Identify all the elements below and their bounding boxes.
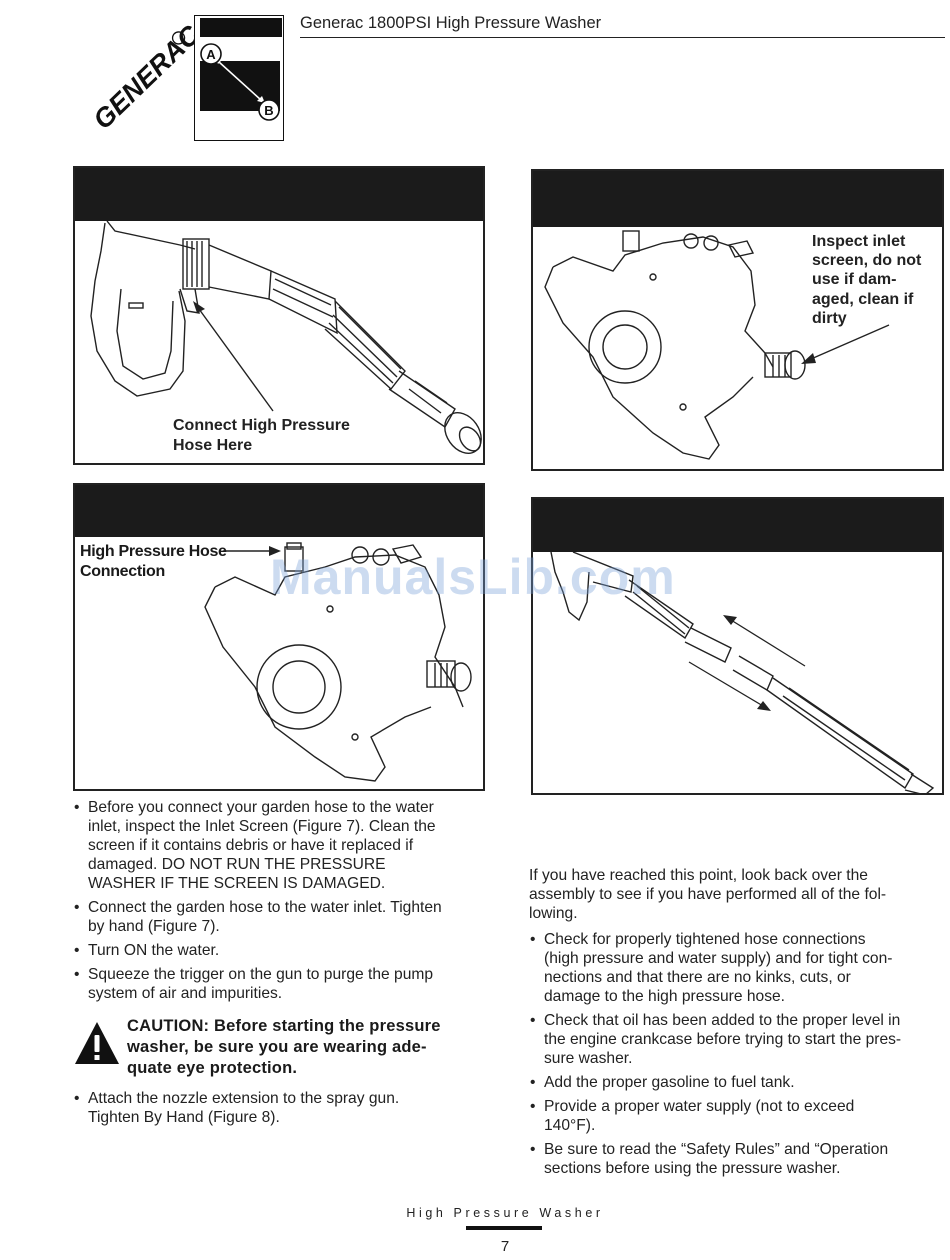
- figure-inlet-screen: Inspect inlet screen, do not use if dam-…: [531, 169, 944, 471]
- caution-line: washer, be sure you are wearing ade-: [127, 1038, 427, 1056]
- figure-title-bar: [533, 499, 942, 552]
- header-rule: [300, 37, 945, 38]
- footer-title: High Pressure Washer: [406, 1206, 604, 1220]
- list-item: Attach the nozzle extension to the spray…: [73, 1089, 493, 1127]
- list-item: Before you connect your garden hose to t…: [73, 798, 493, 893]
- index-label-a: A: [206, 47, 216, 62]
- list-item: Turn ON the water.: [73, 941, 493, 960]
- generac-logo: GENERAC: [70, 14, 205, 139]
- list-item: Check that oil has been added to the pro…: [529, 1011, 949, 1068]
- figure-callout: Connect High Pressure Hose Here: [173, 417, 350, 454]
- svg-text:GENERAC: GENERAC: [87, 19, 195, 135]
- list-item: Squeeze the trigger on the gun to purge …: [73, 965, 493, 1003]
- list-item: Provide a proper water supply (not to ex…: [529, 1097, 949, 1135]
- figure-pump-hose-connection: High Pressure Hose Connection: [73, 483, 485, 791]
- pump-inlet-illustration: [544, 230, 890, 460]
- footer-rule: [466, 1226, 542, 1230]
- list-item: Add the proper gasoline to fuel tank.: [529, 1073, 949, 1092]
- watermark: ManualsLib.com: [270, 549, 676, 605]
- section-index-tab: A B: [194, 15, 284, 141]
- index-label-b: B: [264, 103, 273, 118]
- list-item: Connect the garden hose to the water inl…: [73, 898, 493, 936]
- figure-nozzle-extension: [531, 497, 944, 795]
- figure-spray-gun: Connect High Pressure Hose Here: [73, 166, 485, 465]
- pump-illustration: [204, 542, 472, 782]
- warning-triangle-icon: [75, 1022, 119, 1064]
- caution-block: CAUTION: Before starting the pressure wa…: [73, 1016, 493, 1082]
- setup-bullet-list-2: Attach the nozzle extension to the spray…: [73, 1089, 493, 1127]
- setup-bullet-list: Before you connect your garden hose to t…: [73, 798, 493, 1003]
- figure-title-bar: [75, 168, 483, 221]
- list-item: Check for properly tightened hose connec…: [529, 930, 949, 1006]
- caution-line: CAUTION: Before starting the pressure: [127, 1017, 441, 1035]
- page-number: 7: [500, 1238, 510, 1255]
- figure-callout: Inspect inlet screen, do not use if dam-…: [812, 233, 922, 327]
- nozzle-extension-illustration: [550, 552, 935, 793]
- caution-line: quate eye protection.: [127, 1059, 298, 1077]
- spray-gun-illustration: [90, 221, 482, 454]
- figure-title-bar: [533, 171, 942, 227]
- checklist-bullet-list: Check for properly tightened hose connec…: [529, 930, 949, 1178]
- right-checklist: Check for properly tightened hose connec…: [529, 930, 949, 1183]
- left-instructions: Before you connect your garden hose to t…: [73, 798, 493, 1008]
- list-item: Be sure to read the “Safety Rules” and “…: [529, 1140, 949, 1178]
- figure-title-bar: [75, 485, 483, 537]
- figure-callout: High Pressure Hose Connection: [80, 543, 227, 580]
- left-instructions-continued: Attach the nozzle extension to the spray…: [73, 1089, 493, 1132]
- page-header-title: Generac 1800PSI High Pressure Washer: [300, 14, 602, 32]
- right-intro: If you have reached this point, look bac…: [529, 867, 887, 922]
